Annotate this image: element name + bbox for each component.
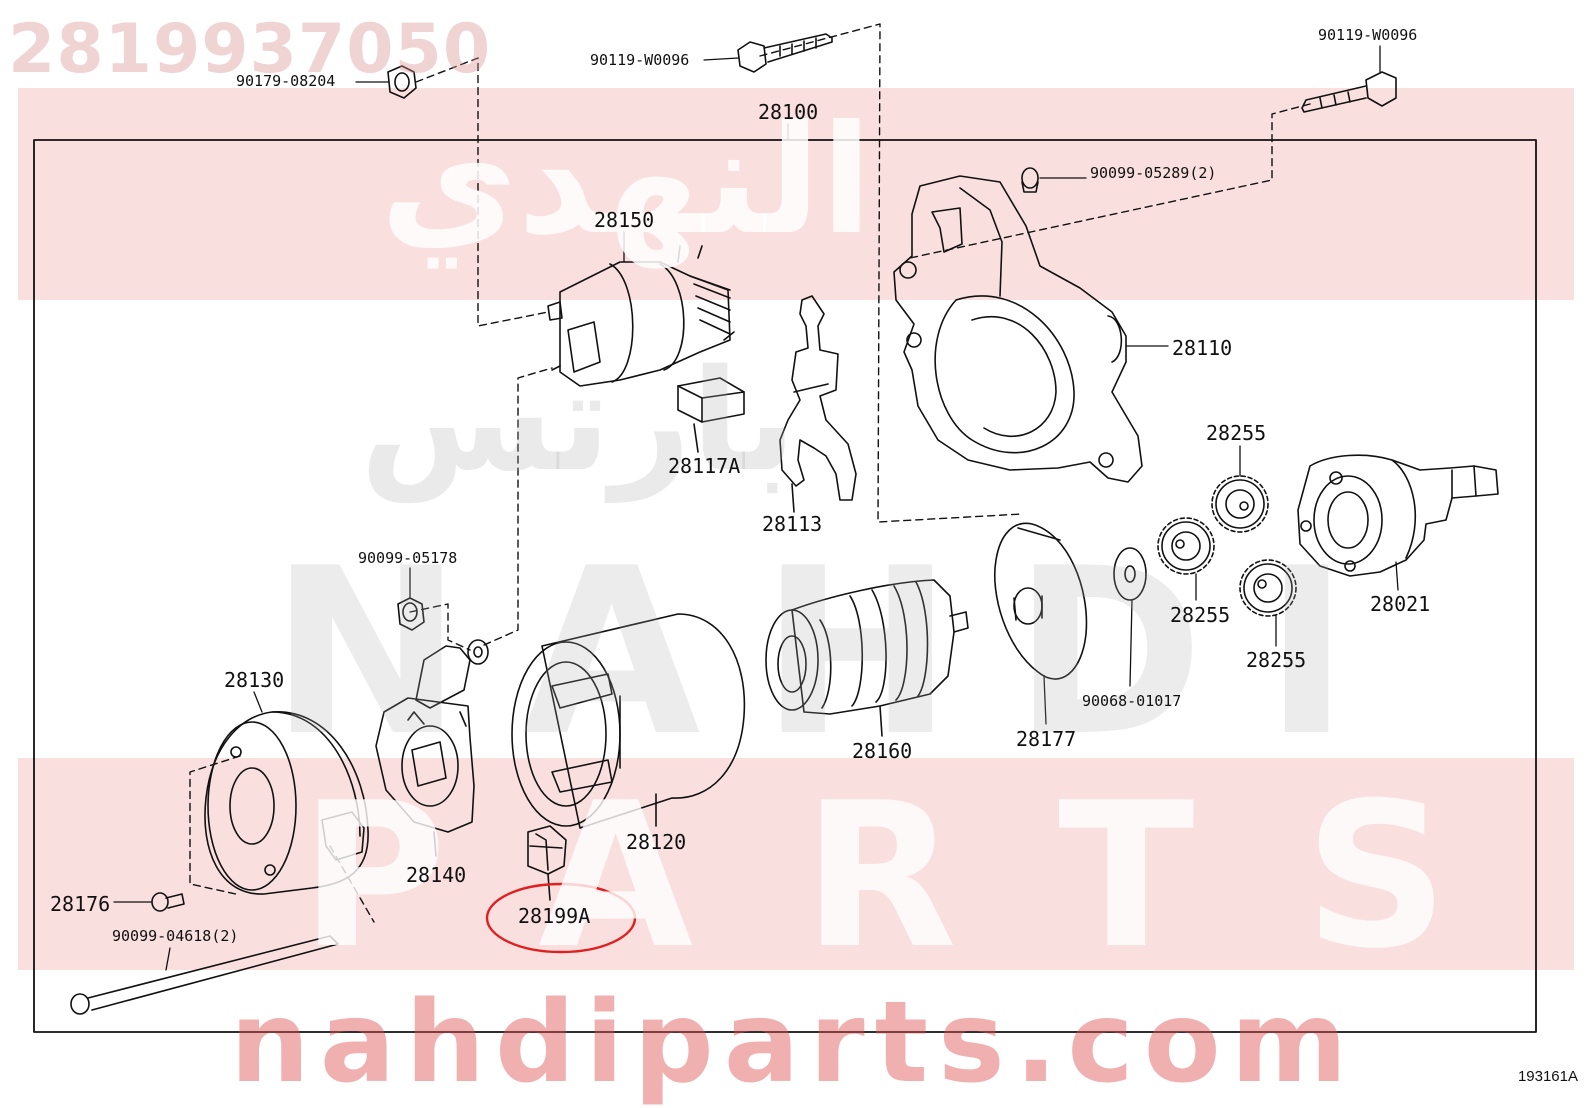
washer-icon — [1113, 547, 1147, 601]
label-90179-08204: 90179-08204 — [236, 72, 336, 90]
bolt-top-icon — [737, 33, 833, 73]
label-28176: 28176 — [50, 892, 111, 916]
label-28199a: 28199A — [518, 904, 591, 928]
dash-stud — [483, 367, 553, 646]
watermark-url: nahdiparts.com — [230, 978, 1358, 1108]
label-90099-05178: 90099-05178 — [358, 549, 458, 567]
screw-90099-05289-icon — [1021, 167, 1039, 193]
watermark-band-bottom — [18, 758, 1574, 970]
label-28255-b: 28255 — [1170, 603, 1231, 627]
assembly-frame — [33, 139, 1537, 1033]
part-number-title: 2819937050 — [8, 10, 492, 89]
watermark-band-top — [18, 88, 1574, 300]
label-90119-w0096-right: 90119-W0096 — [1318, 26, 1418, 44]
label-90099-05289: 90099-05289(2) — [1090, 164, 1217, 182]
planetary-gear-3-icon — [1239, 559, 1297, 617]
drive-lever-icon — [779, 295, 857, 513]
label-28255-a: 28255 — [1206, 421, 1267, 445]
end-frame-icon — [204, 711, 369, 895]
brush-icon — [677, 377, 745, 453]
label-28177: 28177 — [1016, 727, 1077, 751]
yoke-icon — [511, 613, 746, 829]
planetary-gear-1-icon — [1211, 475, 1269, 533]
dash-nut-lower — [409, 603, 471, 651]
plunger-28199a-icon — [527, 825, 567, 901]
label-28021: 28021 — [1370, 592, 1431, 616]
label-28150: 28150 — [594, 208, 655, 232]
leader-90068 — [1129, 599, 1133, 687]
brush-holder-icon — [375, 697, 475, 857]
screw-28176-icon — [151, 892, 185, 912]
nut-90179-icon — [387, 65, 417, 99]
label-90068-01017: 90068-01017 — [1082, 692, 1182, 710]
magnetic-switch-icon — [547, 245, 735, 387]
leader-90099-04618 — [165, 947, 171, 971]
leader-28177 — [1043, 675, 1047, 725]
label-28117a: 28117A — [668, 454, 741, 478]
drive-housing-icon — [893, 175, 1143, 483]
label-28120: 28120 — [626, 830, 687, 854]
highlight-ring — [485, 882, 637, 954]
watermark-arabic-mid: بارتس — [360, 340, 797, 503]
through-bolt-icon — [70, 935, 339, 1015]
dash-bolt-top — [759, 23, 1023, 523]
lead-wire-icon — [415, 639, 489, 709]
dash-through-bolt — [329, 845, 375, 923]
leader-28021 — [1395, 561, 1399, 591]
leader-90119-top — [703, 57, 739, 61]
carrier-shaft-icon — [1297, 454, 1499, 577]
label-90099-04618: 90099-04618(2) — [112, 927, 239, 945]
planetary-gear-2-icon — [1157, 517, 1215, 575]
label-28110: 28110 — [1172, 336, 1233, 360]
watermark-arabic-top: النهدي — [380, 94, 873, 268]
label-28100: 28100 — [758, 100, 819, 124]
label-28255-c: 28255 — [1246, 648, 1307, 672]
armature-icon — [765, 579, 969, 737]
bolt-right-icon — [1301, 71, 1397, 113]
label-90119-w0096-top: 90119-W0096 — [590, 51, 690, 69]
label-28113: 28113 — [762, 512, 823, 536]
leader-28130 — [253, 691, 263, 713]
label-28140: 28140 — [406, 863, 467, 887]
plate-icon — [994, 522, 1088, 680]
dash-endframe — [189, 755, 241, 895]
watermark-parts: PARTS — [300, 760, 1559, 993]
label-28130: 28130 — [224, 668, 285, 692]
figure-id: 193161A — [1517, 1068, 1578, 1085]
label-28160: 28160 — [852, 739, 913, 763]
watermark-brand: NAHDI — [270, 520, 1410, 787]
dash-bolt-right — [909, 103, 1311, 259]
